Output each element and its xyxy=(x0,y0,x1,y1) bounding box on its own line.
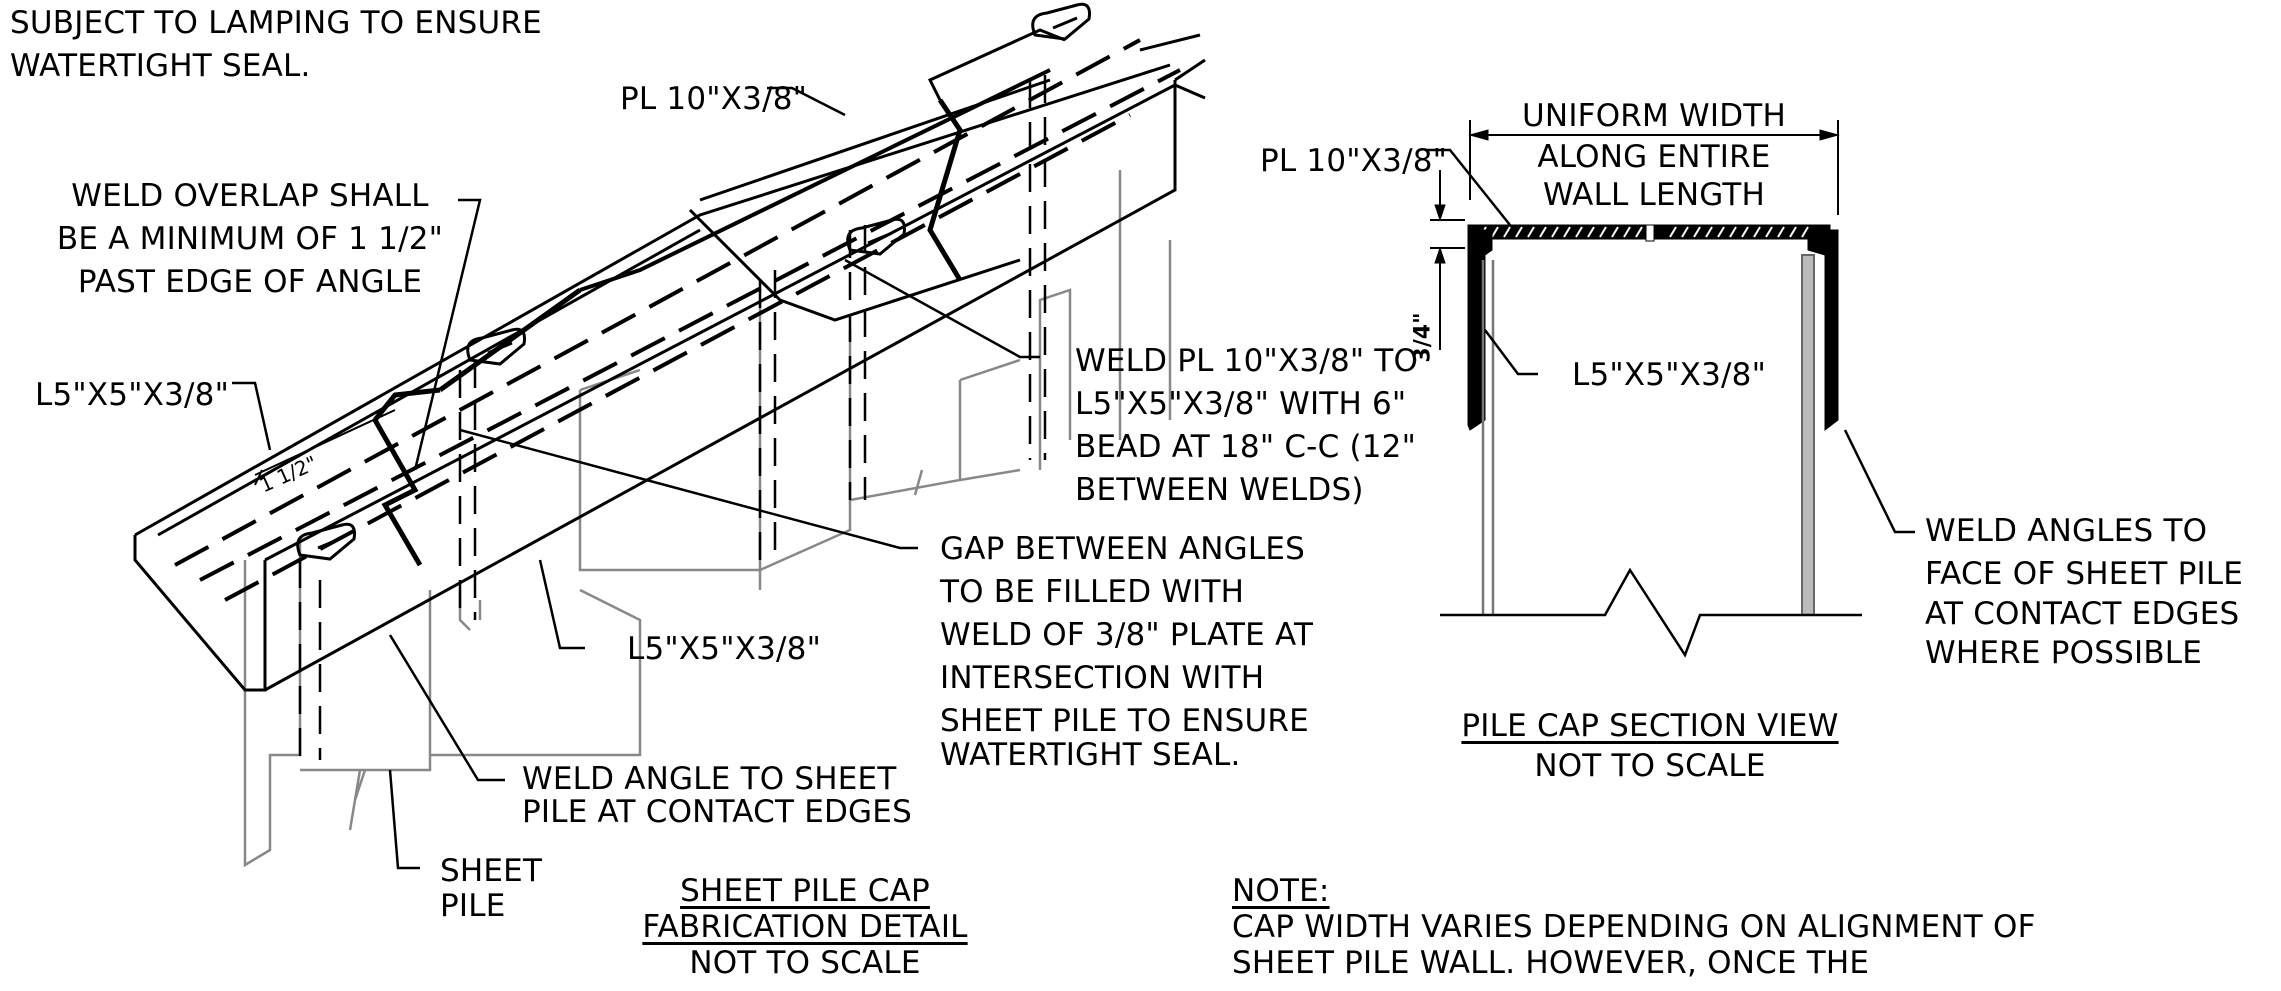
angle-label-section: L5"X5"X3/8" xyxy=(1572,357,1767,393)
weld-angle-line-1: WELD ANGLE TO SHEET xyxy=(522,761,897,797)
pile-cap-section xyxy=(1425,120,1915,658)
section-title: PILE CAP SECTION VIEW xyxy=(1461,708,1839,744)
weld-angles-line-4: WHERE POSSIBLE xyxy=(1925,635,2203,671)
iso-scale: NOT TO SCALE xyxy=(689,945,921,981)
note-heading: NOTE: xyxy=(1232,873,1330,909)
vertical-dimension: 3/4" xyxy=(1410,312,1436,363)
iso-title-2: FABRICATION DETAIL xyxy=(642,909,968,945)
weld-overlap-line-3: PAST EDGE OF ANGLE xyxy=(77,264,423,300)
gap-note-line-4: INTERSECTION WITH xyxy=(940,660,1265,696)
angle-label-left: L5"X5"X3/8" xyxy=(35,377,230,413)
weld-overlap-line-2: BE A MINIMUM OF 1 1/2" xyxy=(56,221,444,257)
section-scale: NOT TO SCALE xyxy=(1534,748,1766,784)
top-note-line-2: WATERTIGHT SEAL. xyxy=(10,48,311,84)
weld-pl-line-3: BEAD AT 18" C-C (12" xyxy=(1075,429,1417,465)
gap-note-line-6: WATERTIGHT SEAL. xyxy=(940,737,1241,773)
gap-note-line-1: GAP BETWEEN ANGLES xyxy=(940,531,1305,567)
weld-angles-line-1: WELD ANGLES TO xyxy=(1925,513,2208,549)
gap-note-line-5: SHEET PILE TO ENSURE xyxy=(940,703,1309,739)
iso-title: SHEET PILE CAP xyxy=(680,873,930,909)
top-note-line-1: SUBJECT TO LAMPING TO ENSURE xyxy=(10,5,542,41)
weld-pl-line-1: WELD PL 10"X3/8" TO xyxy=(1075,343,1419,379)
leader-lines xyxy=(232,86,1040,870)
weld-overlap-line-1: WELD OVERLAP SHALL xyxy=(71,178,429,214)
weld-angles-line-3: AT CONTACT EDGES xyxy=(1925,596,2240,632)
pl-label-section: PL 10"X3/8" xyxy=(1260,143,1448,179)
weld-pl-line-4: BETWEEN WELDS) xyxy=(1075,472,1364,508)
pl-label-iso: PL 10"X3/8" xyxy=(620,81,808,117)
weld-bead xyxy=(296,2,1091,561)
gap-note-line-2: TO BE FILLED WITH xyxy=(940,574,1245,610)
note-line-2: SHEET PILE WALL. HOWEVER, ONCE THE xyxy=(1232,945,1870,981)
weld-angles-line-2: FACE OF SHEET PILE xyxy=(1925,556,2244,592)
uniform-width-line-3: WALL LENGTH xyxy=(1543,177,1765,213)
gap-note-line-3: WELD OF 3/8" PLATE AT xyxy=(940,617,1314,653)
sheet-pile-line-2: PILE xyxy=(440,888,506,924)
weld-angle-line-2: PILE AT CONTACT EDGES xyxy=(522,794,912,830)
uniform-width-line-1: UNIFORM WIDTH xyxy=(1522,98,1786,134)
sheet-pile-line-1: SHEET xyxy=(440,853,543,889)
uniform-width-line-2: ALONG ENTIRE xyxy=(1537,139,1771,175)
note-line-1: CAP WIDTH VARIES DEPENDING ON ALIGNMENT … xyxy=(1232,909,2036,945)
angle-label-bottom: L5"X5"X3/8" xyxy=(627,631,822,667)
sheet-pile-cap-iso xyxy=(133,2,1206,868)
weld-pl-line-2: L5"X5"X3/8" WITH 6" xyxy=(1075,386,1407,422)
